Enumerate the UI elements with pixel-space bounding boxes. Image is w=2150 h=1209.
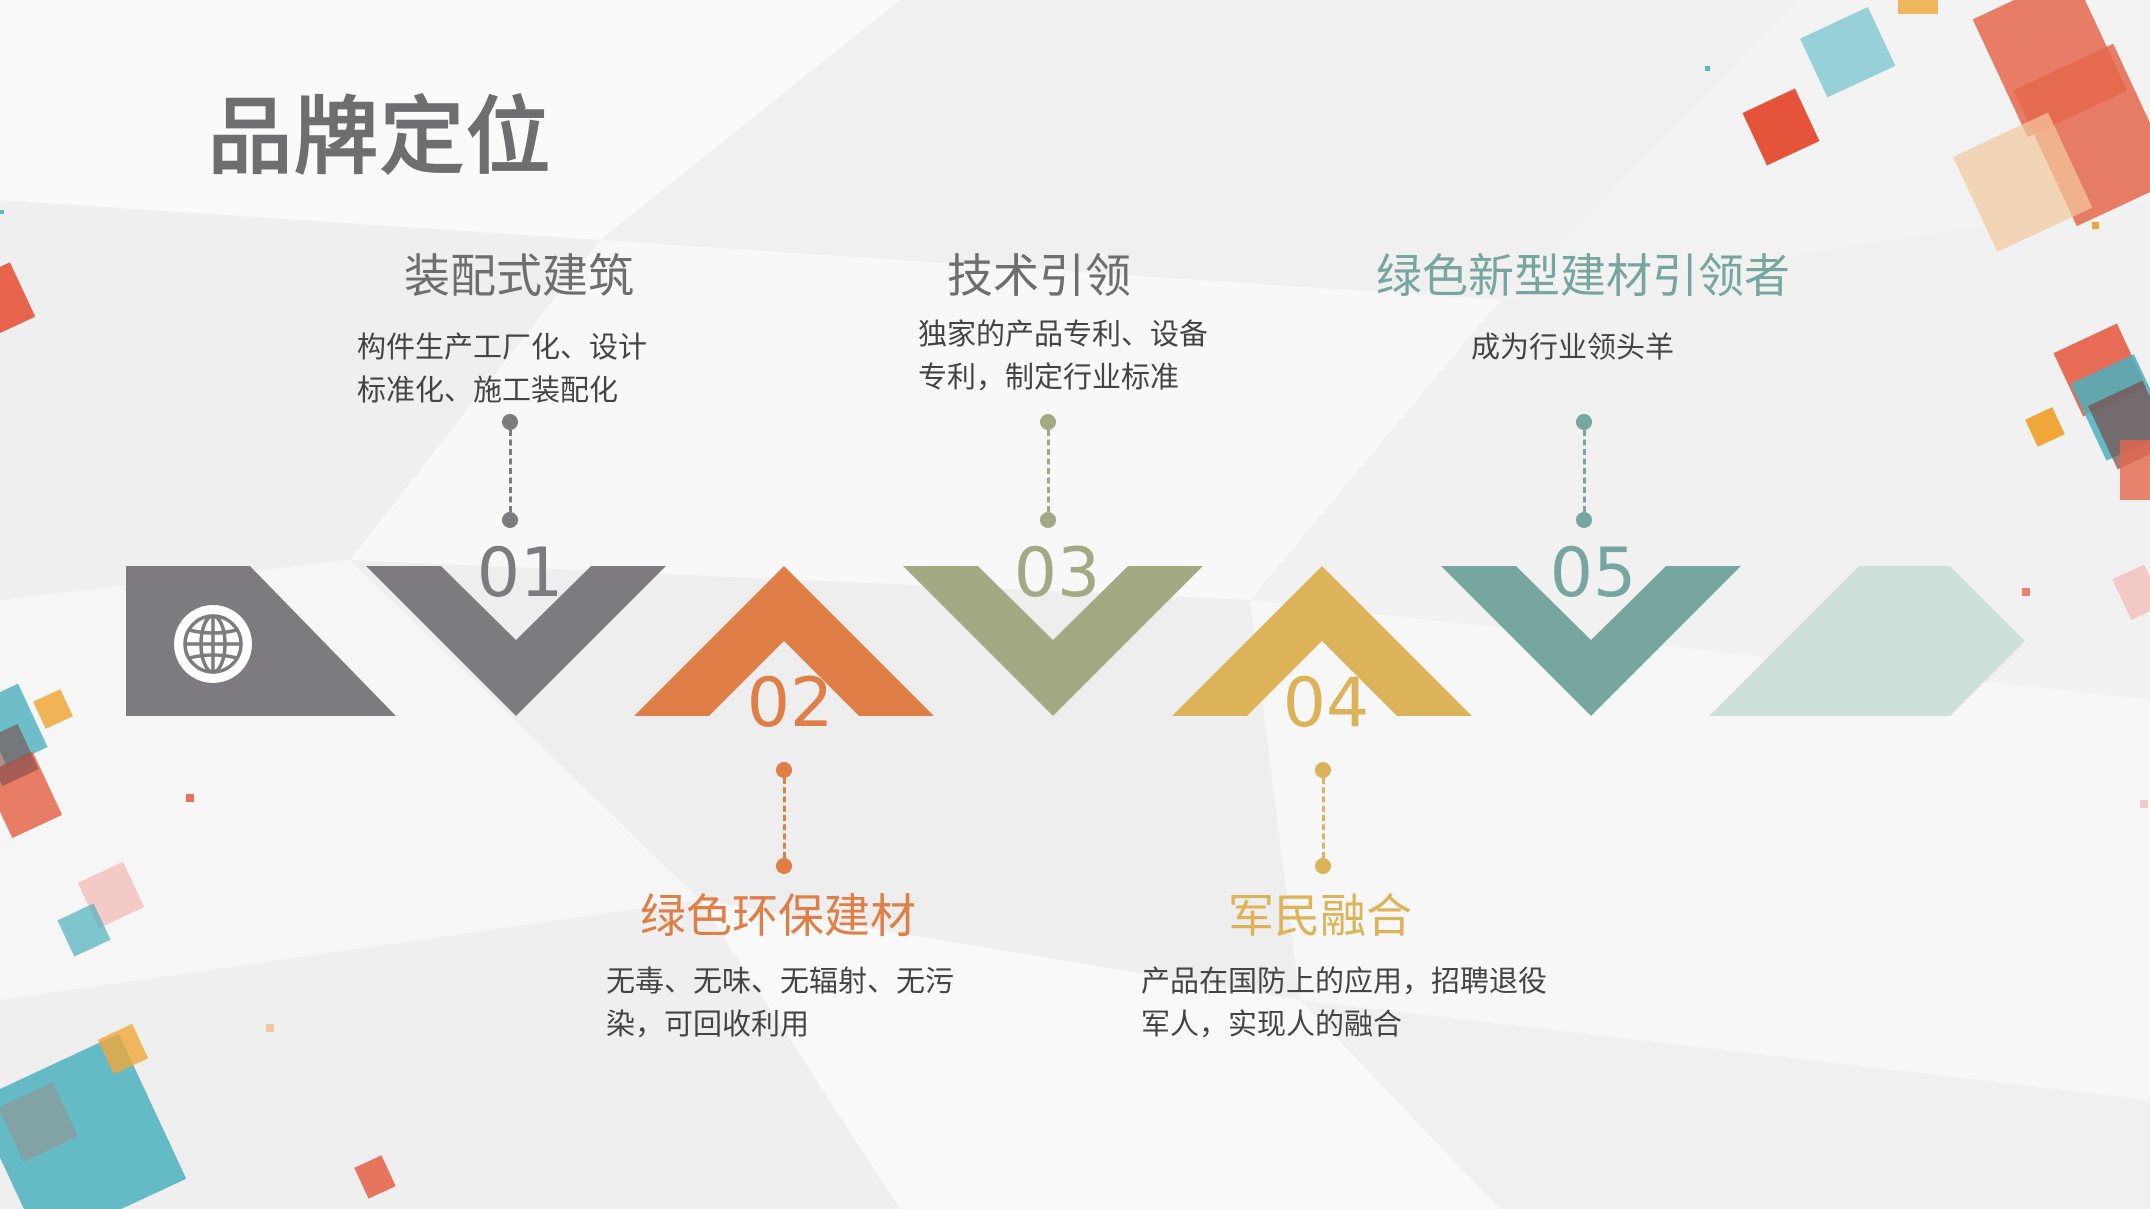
item-04-title: 军民融合 bbox=[1228, 889, 1412, 943]
item-04-number: 04 bbox=[1282, 664, 1370, 743]
desc-line: 军人，实现人的融合 bbox=[1141, 1007, 1403, 1041]
chevron-03 bbox=[903, 566, 1203, 716]
start-block bbox=[126, 566, 396, 716]
item-03-title: 技术引领 bbox=[947, 249, 1131, 303]
chevron-02 bbox=[634, 566, 934, 716]
page-title: 品牌定位 bbox=[208, 88, 553, 186]
desc-line: 独家的产品专利、设备 bbox=[918, 317, 1209, 351]
item-02-title: 绿色环保建材 bbox=[640, 889, 916, 943]
desc-line: 成为行业领头羊 bbox=[1471, 330, 1675, 364]
item-03-desc: 独家的产品专利、设备 专利，制定行业标准 bbox=[918, 313, 1208, 399]
connector-01 bbox=[501, 414, 519, 528]
item-01-desc: 构件生产工厂化、设计 标准化、施工装配化 bbox=[357, 326, 647, 412]
desc-line: 标准化、施工装配化 bbox=[357, 373, 619, 407]
connector-02 bbox=[775, 762, 793, 874]
chevron-04 bbox=[1172, 566, 1472, 716]
item-05-title: 绿色新型建材引领者 bbox=[1376, 249, 1790, 303]
item-05-number: 05 bbox=[1549, 534, 1637, 613]
item-03-number: 03 bbox=[1013, 534, 1101, 613]
connector-05 bbox=[1575, 414, 1593, 528]
chevron-01 bbox=[366, 566, 666, 716]
item-04-desc: 产品在国防上的应用，招聘退役 军人，实现人的融合 bbox=[1141, 960, 1547, 1046]
item-05-desc: 成为行业领头羊 bbox=[1471, 326, 1674, 369]
item-02-desc: 无毒、无味、无辐射、无污 染，可回收利用 bbox=[606, 960, 954, 1046]
item-01-number: 01 bbox=[476, 534, 564, 613]
end-arrow bbox=[1709, 566, 2025, 716]
desc-line: 无毒、无味、无辐射、无污 bbox=[606, 964, 955, 998]
desc-line: 构件生产工厂化、设计 bbox=[357, 330, 648, 364]
desc-line: 专利，制定行业标准 bbox=[918, 360, 1180, 394]
item-01-title: 装配式建筑 bbox=[404, 249, 634, 303]
connector-03 bbox=[1039, 414, 1057, 528]
item-02-number: 02 bbox=[746, 664, 834, 743]
desc-line: 染，可回收利用 bbox=[606, 1007, 810, 1041]
desc-line: 产品在国防上的应用，招聘退役 bbox=[1141, 964, 1548, 998]
globe-icon bbox=[174, 605, 252, 683]
connector-04 bbox=[1314, 762, 1332, 874]
chevron-05 bbox=[1441, 566, 1741, 716]
